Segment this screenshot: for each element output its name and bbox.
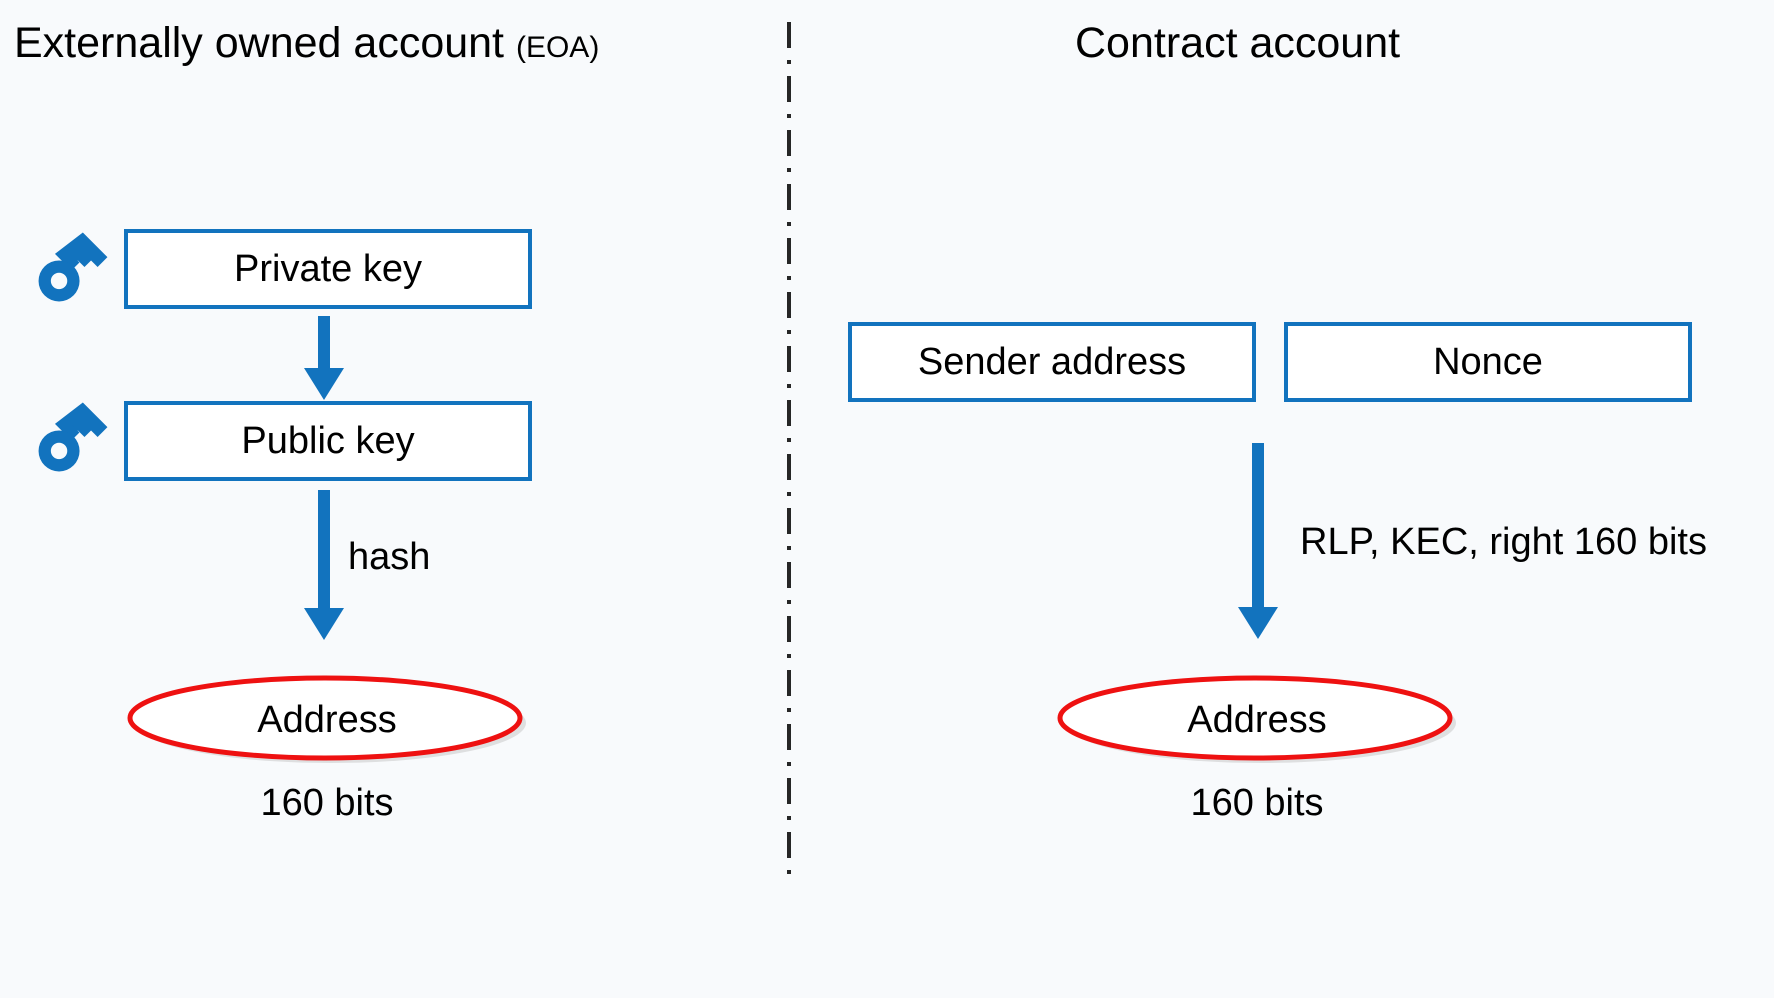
- node-public-key-label: Public key: [241, 419, 415, 462]
- node-address-eoa-label: Address: [257, 698, 397, 741]
- arrow-inputs-to-address: [1238, 443, 1278, 639]
- caption-bits-eoa: 160 bits: [260, 782, 394, 824]
- dash-dot-divider-icon: [787, 22, 791, 874]
- left-column-title-main: Externally owned account: [14, 19, 505, 67]
- node-private-key-label: Private key: [234, 247, 422, 290]
- node-nonce-label: Nonce: [1433, 340, 1543, 383]
- node-public-key[interactable]: Public key: [124, 401, 532, 481]
- node-private-key[interactable]: Private key: [124, 229, 532, 309]
- arrow-public-to-address: [304, 490, 344, 640]
- left-column-title: Externally owned account (EOA): [14, 22, 599, 65]
- right-column-title: Contract account: [1075, 19, 1401, 67]
- node-sender-address-label: Sender address: [917, 340, 1187, 383]
- node-address-contract-label: Address: [1187, 698, 1327, 741]
- caption-bits-contract: 160 bits: [1190, 782, 1324, 824]
- node-address-eoa[interactable]: Address: [122, 672, 532, 768]
- edge-label-hash: hash: [348, 536, 431, 578]
- node-sender-address[interactable]: Sender address: [848, 322, 1256, 402]
- node-nonce[interactable]: Nonce: [1284, 322, 1692, 402]
- left-column-title-suffix: (EOA): [515, 31, 600, 64]
- arrow-private-to-public: [304, 316, 344, 400]
- key-icon: [38, 232, 108, 302]
- key-icon: [38, 402, 108, 472]
- node-address-contract[interactable]: Address: [1052, 672, 1462, 768]
- edge-label-rlp-kec: RLP, KEC, right 160 bits: [1300, 521, 1707, 563]
